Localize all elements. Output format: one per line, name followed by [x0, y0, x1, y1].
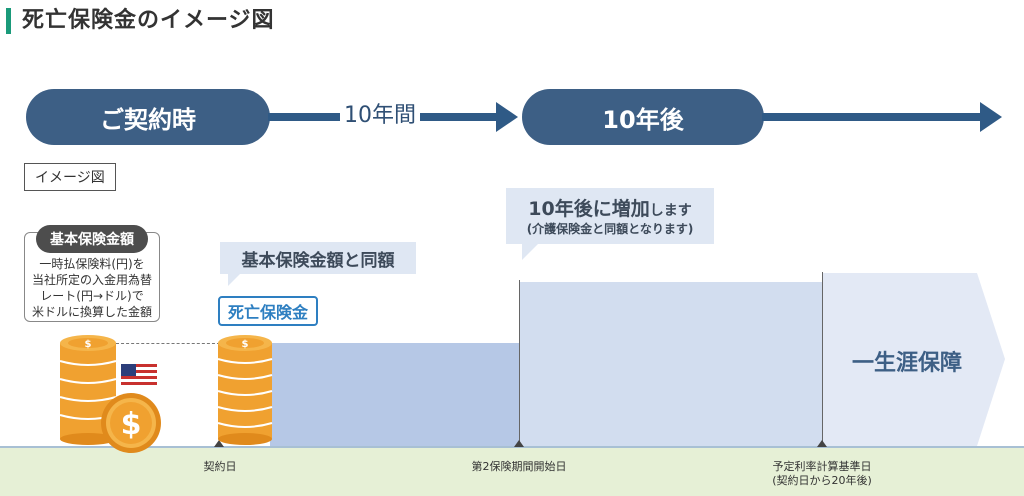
death-benefit-label: 死亡保険金: [218, 296, 318, 326]
increase-callout: 10年後に増加します (介護保険金と同額となります): [506, 188, 714, 244]
basic-amount-description: 一時払保険料(円)を 当社所定の入金用為替 レート(円→ドル)で 米ドルに換算し…: [26, 256, 158, 320]
axis-label-calc-base-note: (契約日から20年後): [772, 474, 872, 487]
increase-callout-suffix: します: [649, 203, 692, 219]
timeline-start-pill: ご契約時: [26, 89, 270, 145]
base-amount-block: [270, 343, 520, 446]
axis-label-second-period: 第2保険期間開始日: [471, 460, 567, 473]
basic-amount-line-2: 当社所定の入金用為替: [31, 273, 152, 287]
increase-callout-tail: [522, 244, 538, 260]
increase-callout-sub: (介護保険金と同額となります): [526, 222, 694, 236]
basic-amount-line-4: 米ドルに換算した金額: [31, 305, 152, 319]
same-amount-callout-tail: [228, 274, 240, 286]
lifetime-label: 一生涯保障: [851, 351, 962, 376]
timeline-arrow-1-icon: [496, 102, 518, 132]
tick-calc-base: [817, 440, 827, 447]
timeline-arrow-2-icon: [980, 102, 1002, 132]
svg-text:$: $: [121, 407, 142, 442]
calc-base-divider: [822, 272, 823, 446]
contract-coin-stack-icon: $: [217, 335, 273, 445]
basic-amount-line-1: 一時払保険料(円)を: [39, 257, 145, 271]
increase-callout-main: 10年後に増加: [528, 198, 650, 220]
basic-amount-line-3: レート(円→ドル)で: [40, 289, 144, 303]
second-period-divider: [519, 280, 520, 446]
tick-second-period: [514, 440, 524, 447]
svg-text:$: $: [242, 339, 249, 350]
amount-dashed-connector: [116, 343, 220, 344]
timeline-middle-label: 10年間: [340, 101, 420, 131]
svg-text:$: $: [85, 339, 92, 350]
lifetime-coverage-block: [822, 273, 977, 446]
image-label: イメージ図: [24, 163, 116, 191]
ground-strip: [0, 446, 1024, 496]
dollar-coin-icon: $: [101, 393, 161, 453]
same-amount-callout: 基本保険金額と同額: [220, 242, 416, 274]
us-flag-icon: [121, 364, 157, 388]
ground-line: [0, 446, 1024, 448]
axis-label-contract-date: 契約日: [203, 460, 237, 473]
axis-label-calc-base: 予定利率計算基準日: [772, 460, 872, 473]
increased-amount-block: [520, 282, 822, 446]
timeline-line-2: [762, 113, 982, 121]
basic-amount-badge: 基本保険金額: [36, 225, 148, 253]
page-title: 死亡保険金のイメージ図: [22, 8, 275, 33]
title-accent-bar: [6, 8, 11, 34]
tick-contract-date: [214, 440, 224, 447]
timeline-end-pill: 10年後: [522, 89, 764, 145]
lifetime-arrow-icon: [977, 273, 1005, 446]
